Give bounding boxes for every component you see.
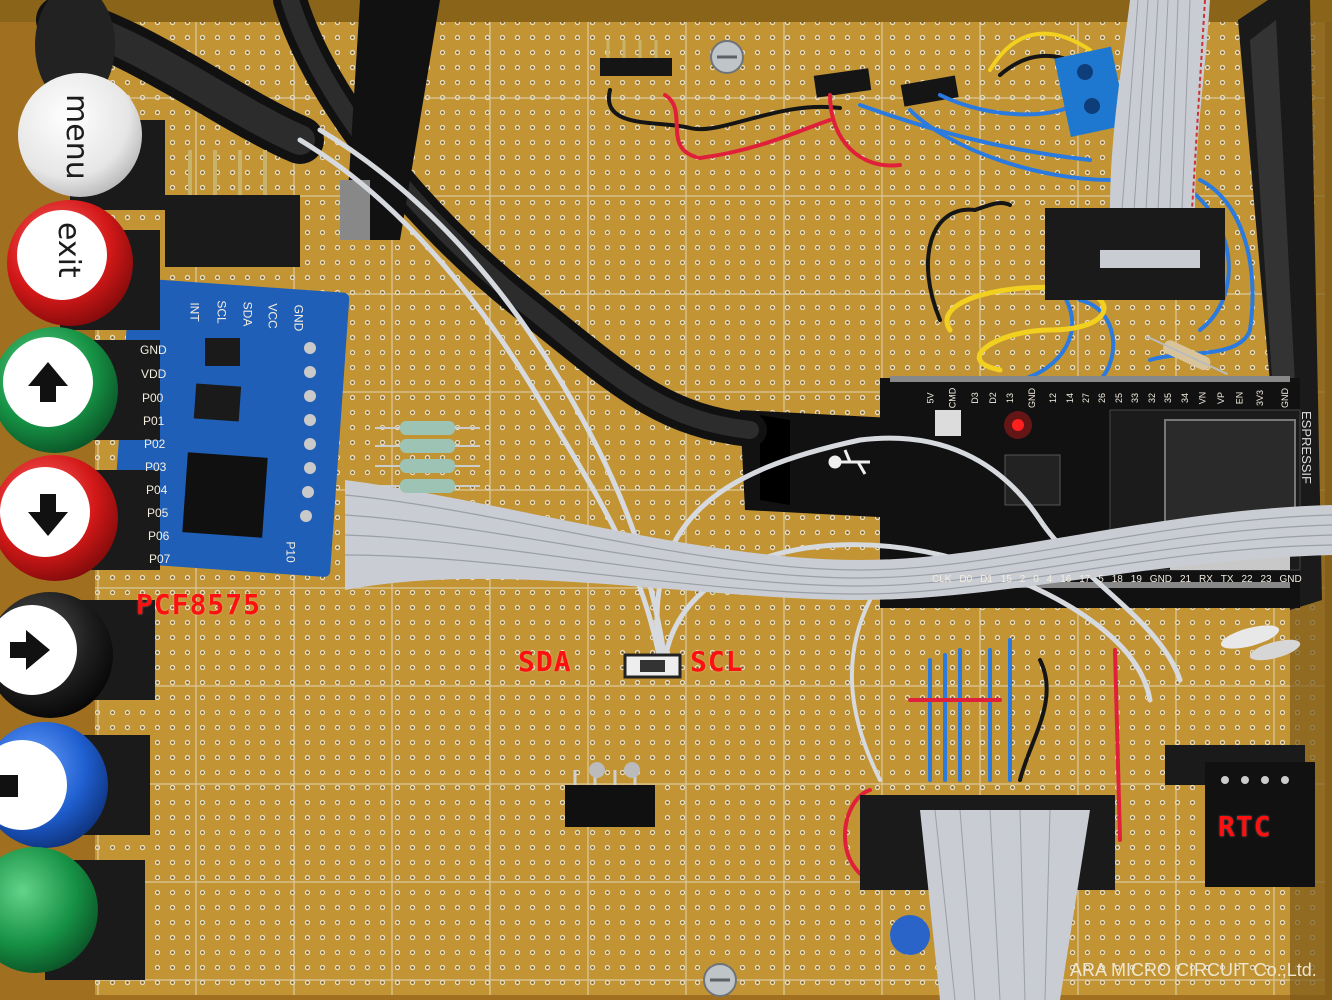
pin-label: D0: [959, 574, 973, 585]
exit-button-label: exit: [51, 222, 86, 278]
resistors: [1145, 335, 1228, 376]
pin-label: 2: [1019, 574, 1026, 585]
pin-label: GND: [291, 304, 306, 332]
button-down[interactable]: [0, 455, 160, 581]
pin-label: VP: [1215, 391, 1226, 405]
pin-label: P04: [146, 483, 168, 497]
i2c-connector: [623, 653, 682, 679]
pin-label: 23: [1260, 574, 1272, 585]
esp32-bottom-pins: CLK D0 D1 15 2 0 4 16 17 5 18 19 GND 21 …: [932, 574, 1302, 585]
pin-label: P00: [142, 391, 164, 405]
sda-label: SDA: [518, 645, 572, 678]
pin-label: D3: [970, 392, 981, 404]
screw-icon: [710, 40, 744, 74]
pin-label: 32: [1146, 392, 1157, 404]
gray-ribbon: [344, 480, 1332, 600]
screw-icon: [703, 963, 737, 997]
pin-label: 5V: [925, 392, 936, 404]
pin-label: INT: [187, 302, 202, 322]
resistors: [375, 421, 480, 493]
pin-header: [165, 150, 300, 267]
pin-label: 19: [1130, 574, 1142, 585]
pin-label: 14: [1064, 392, 1075, 404]
menu-button-label: menu: [59, 94, 94, 180]
pin-label: GND: [140, 343, 167, 357]
pin-label: 5: [1098, 574, 1104, 585]
pin-header: [600, 40, 672, 76]
led-cluster: [1220, 625, 1301, 661]
usb-cable: [273, 0, 767, 447]
idc-connector: [1045, 208, 1225, 300]
pin-label-p10: P10: [283, 541, 298, 563]
pin-label: GND: [1279, 574, 1302, 585]
black-clip: [340, 0, 440, 240]
board-maker-text: ARA MICRO CIRCUIT Co.,Ltd.: [1070, 960, 1317, 980]
pin-label: 16: [1060, 574, 1072, 585]
pin-label: EN: [1234, 391, 1245, 405]
button-left-blue[interactable]: [0, 722, 150, 848]
screw-terminal: [1054, 46, 1128, 137]
pin-label: D2: [988, 392, 999, 404]
button-green-bottom[interactable]: [0, 847, 145, 980]
pin-label: 27: [1080, 392, 1091, 404]
pin-label: 4: [1046, 574, 1053, 585]
pin-label: GND: [1026, 388, 1037, 408]
pin-label: TX: [1220, 574, 1234, 585]
pin-label: P05: [147, 506, 169, 520]
arrow-up-icon: [28, 362, 68, 402]
pin-label: P01: [143, 414, 165, 428]
ribbon-cable: [1110, 0, 1210, 211]
pin-label: 0: [1033, 574, 1039, 585]
pin-label: SCL: [214, 300, 229, 324]
button-up[interactable]: [0, 327, 160, 453]
button-exit[interactable]: [7, 200, 160, 330]
pin-label: P02: [144, 437, 166, 451]
pin-label: VCC: [265, 303, 280, 329]
scl-label: SCL: [690, 645, 744, 678]
pin-label: 21: [1179, 574, 1192, 585]
ic-chip: [565, 762, 655, 827]
pin-label: VDD: [141, 367, 167, 381]
pin-label: 13: [1005, 392, 1016, 404]
pin-label: P07: [149, 552, 171, 566]
pin-label: 34: [1179, 392, 1190, 404]
pcf8575-label: PCF8575: [136, 588, 262, 621]
pin-label: 26: [1097, 392, 1108, 404]
pin-label: 35: [1163, 392, 1174, 404]
pin-label: 17: [1079, 574, 1091, 585]
esp32-brand: ESPRESSIF: [1298, 411, 1314, 484]
pin-label: 25: [1113, 392, 1124, 404]
pin-label: VN: [1197, 391, 1208, 405]
arrow-right-icon: [10, 630, 50, 670]
pin-label: 3V3: [1255, 389, 1266, 407]
pin-label: RX: [1198, 574, 1213, 585]
button-menu[interactable]: [18, 73, 165, 210]
esp32-top-pins: GND 3V3 EN VP VN 34 35 32 33 25 26 27 14…: [925, 388, 1295, 409]
pin-label: 18: [1111, 574, 1123, 585]
pin-label: GND: [1279, 388, 1290, 408]
pin-label: CMD: [947, 387, 958, 409]
pin-label: P06: [148, 529, 170, 543]
pin-label: 12: [1048, 392, 1059, 404]
pin-label: SDA: [240, 301, 255, 327]
pin-label: 22: [1241, 574, 1253, 585]
potentiometer: [890, 915, 930, 955]
button-right[interactable]: [0, 592, 155, 718]
pin-label: P03: [145, 460, 167, 474]
pcf8575-module: [110, 278, 350, 577]
pin-label: GND: [1149, 574, 1173, 585]
pin-label: CLK: [932, 574, 952, 585]
rtc-label: RTC: [1218, 810, 1272, 843]
pin-label: 33: [1130, 392, 1141, 404]
idc-connector: [860, 795, 1115, 1000]
jumper-wires: [606, 31, 1255, 382]
pin-label: 15: [1000, 574, 1012, 585]
pin-label: D1: [980, 574, 993, 585]
rtc-module: [1165, 745, 1315, 887]
arrow-down-icon: [28, 494, 68, 536]
